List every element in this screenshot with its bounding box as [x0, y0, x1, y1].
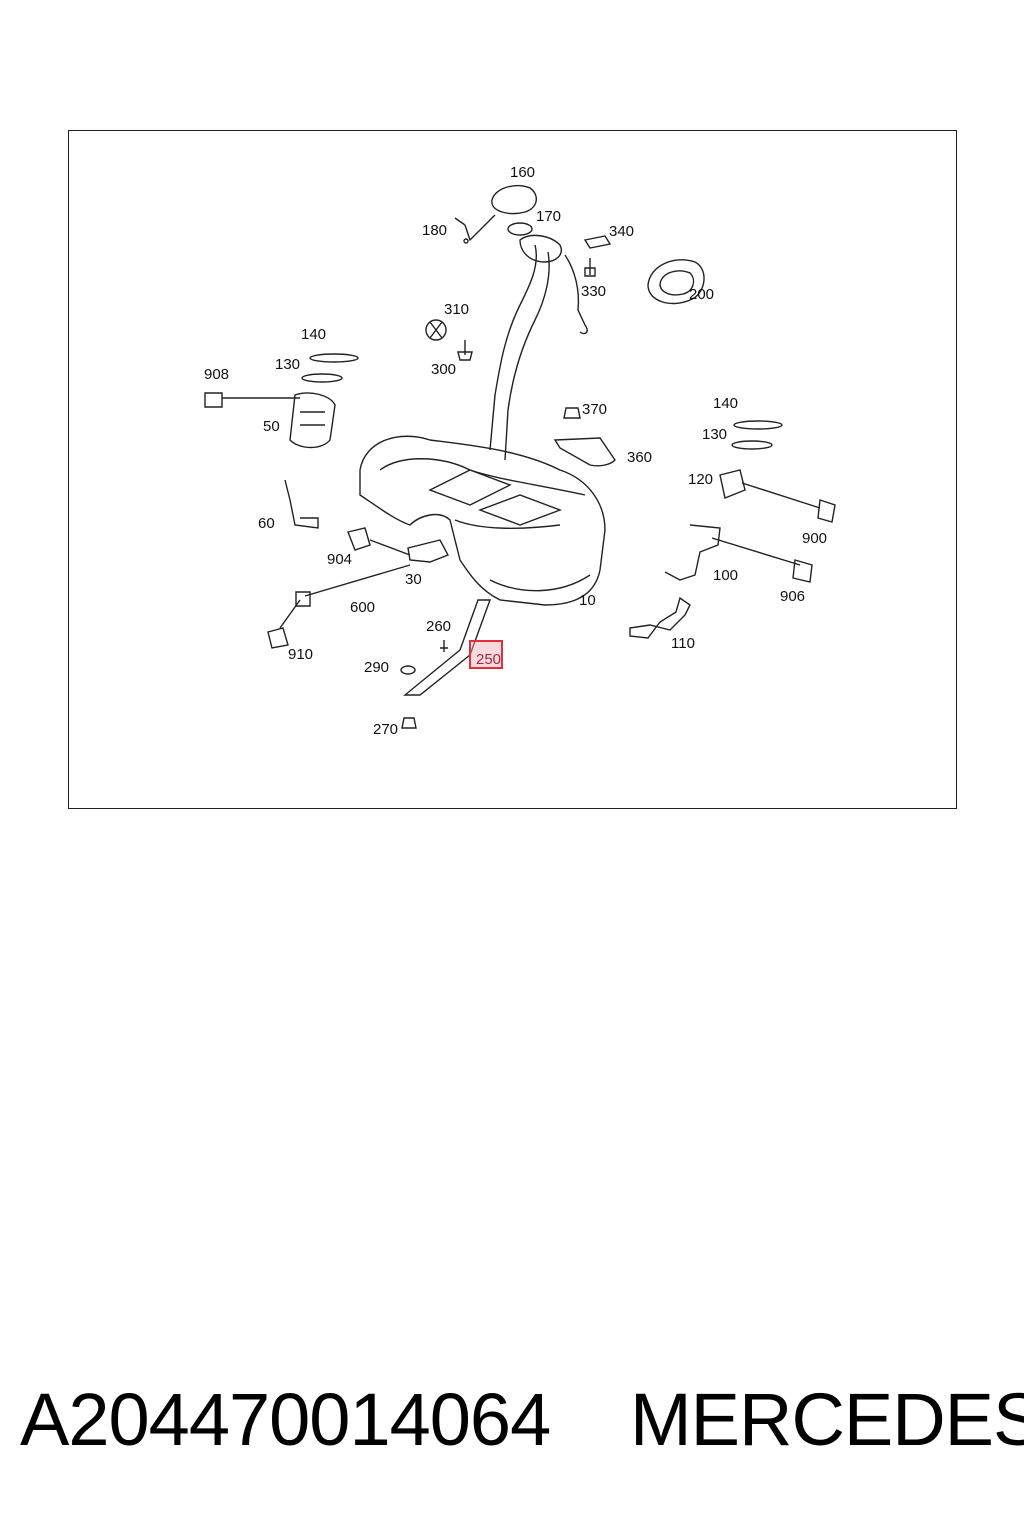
- callout-140-left[interactable]: 140: [301, 326, 327, 343]
- part-number: A204470014064: [20, 1378, 551, 1461]
- callout-200[interactable]: 200: [689, 286, 715, 303]
- callout-170[interactable]: 170: [536, 208, 562, 225]
- footer: A204470014064 MERCEDES: [0, 1380, 1024, 1460]
- callout-290[interactable]: 290: [364, 659, 390, 676]
- callout-130-right[interactable]: 130: [702, 426, 728, 443]
- pump-connector: [407, 539, 449, 563]
- callout-250[interactable]: 250: [476, 651, 502, 668]
- callout-370[interactable]: 370: [582, 401, 608, 418]
- callout-270[interactable]: 270: [373, 721, 399, 738]
- tank-strap: [403, 599, 491, 696]
- callout-360[interactable]: 360: [627, 449, 653, 466]
- callout-110[interactable]: 110: [671, 635, 695, 652]
- callout-50[interactable]: 50: [263, 418, 280, 435]
- callout-60[interactable]: 60: [258, 515, 275, 532]
- callout-160[interactable]: 160: [510, 164, 536, 181]
- callout-180[interactable]: 180: [422, 222, 448, 239]
- callout-340[interactable]: 340: [609, 223, 635, 240]
- callout-906[interactable]: 906: [780, 588, 806, 605]
- callout-10[interactable]: 10: [579, 592, 596, 609]
- brand-name: MERCEDES: [630, 1378, 1024, 1461]
- callout-900[interactable]: 900: [802, 530, 828, 547]
- callout-300[interactable]: 300: [431, 361, 457, 378]
- pressure-sensor: [719, 469, 746, 499]
- callout-908[interactable]: 908: [204, 366, 230, 383]
- highlight-box-250: [469, 640, 503, 669]
- callout-130-left[interactable]: 130: [275, 356, 301, 373]
- filler-cap: [491, 184, 537, 215]
- fuel-tank-body: [359, 435, 606, 606]
- callout-140-right[interactable]: 140: [713, 395, 739, 412]
- fuel-flap-housing: [647, 259, 705, 305]
- filler-neck: [489, 244, 550, 461]
- callout-100[interactable]: 100: [713, 567, 739, 584]
- callout-260[interactable]: 260: [426, 618, 452, 635]
- callout-904[interactable]: 904: [327, 551, 353, 568]
- callout-600[interactable]: 600: [350, 599, 376, 616]
- cover-plate: [553, 437, 616, 467]
- callout-310[interactable]: 310: [444, 301, 470, 318]
- callout-120[interactable]: 120: [688, 471, 714, 488]
- fuel-pump-module: [289, 392, 336, 449]
- suction-jet-pump: [664, 524, 721, 581]
- callout-330[interactable]: 330: [581, 283, 607, 300]
- diagram-frame: [68, 130, 957, 809]
- callout-30[interactable]: 30: [405, 571, 422, 588]
- callout-910[interactable]: 910: [288, 646, 314, 663]
